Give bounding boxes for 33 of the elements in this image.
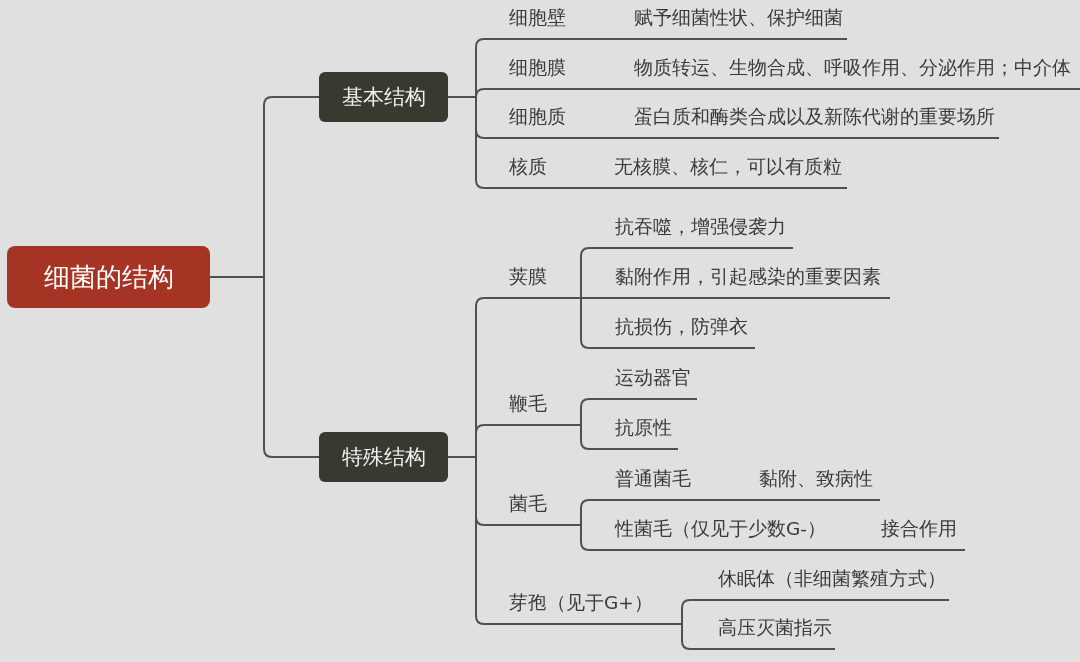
underlined-topic: 荚膜 — [490, 263, 555, 299]
main-topic-box: 特殊结构 — [319, 432, 448, 482]
connector-line — [599, 88, 613, 90]
underlined-topic: 高压灭菌指示 — [696, 614, 835, 650]
underlined-topic: 核质 — [490, 153, 585, 189]
underlined-topic: 物质转运、生物合成、呼吸作用、分泌作用；中介体 — [612, 54, 1080, 90]
connector-line — [584, 187, 598, 189]
underlined-topic: 抗损伤，防弹衣 — [595, 313, 755, 349]
underlined-topic: 性菌毛（仅见于少数G-） — [595, 515, 860, 551]
underlined-topic: 细胞质 — [490, 103, 600, 139]
underlined-topic: 普通菌毛 — [595, 465, 728, 501]
underlined-topic: 黏附、致病性 — [740, 465, 880, 501]
underlined-topic: 蛋白质和酶类合成以及新陈代谢的重要场所 — [612, 103, 999, 139]
underlined-topic: 鞭毛 — [490, 390, 555, 426]
underlined-topic: 接合作用 — [870, 515, 965, 551]
underlined-topic: 运动器官 — [595, 364, 697, 400]
underlined-topic: 菌毛 — [490, 490, 555, 526]
underlined-topic: 芽孢（见于G+） — [490, 589, 668, 625]
underlined-topic: 赋予细菌性状、保护细菌 — [612, 4, 847, 40]
connector-line — [727, 499, 741, 501]
main-topic-box: 基本结构 — [319, 72, 448, 122]
connector-line — [209, 276, 320, 458]
underlined-topic: 休眠体（非细菌繁殖方式） — [696, 565, 949, 601]
central-topic-box: 细菌的结构 — [7, 246, 210, 308]
underlined-topic: 黏附作用，引起感染的重要因素 — [595, 263, 890, 299]
connector-line — [859, 549, 871, 551]
underlined-topic: 细胞膜 — [490, 54, 600, 90]
underlined-topic: 抗吞噬，增强侵袭力 — [595, 213, 793, 249]
underlined-topic: 无核膜、核仁，可以有质粒 — [597, 153, 847, 189]
connector-line — [599, 38, 613, 40]
underlined-topic: 细胞壁 — [490, 4, 600, 40]
underlined-topic: 抗原性 — [595, 414, 678, 450]
connector-line — [599, 137, 613, 139]
